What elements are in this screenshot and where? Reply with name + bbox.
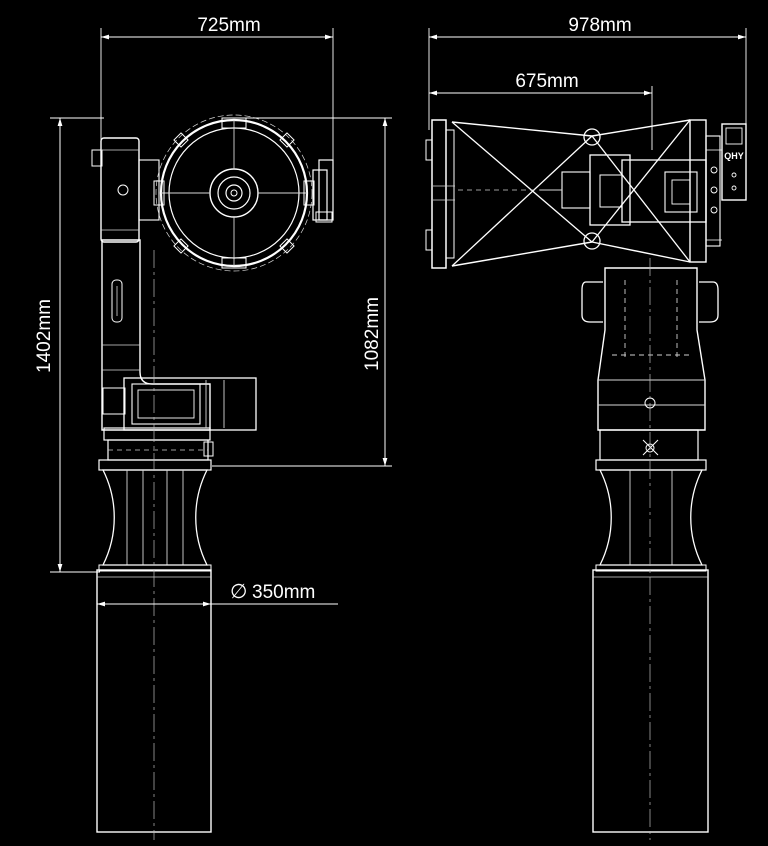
dim-pier-diameter: 350mm — [252, 582, 315, 603]
front-mount-base — [103, 427, 214, 461]
dim-total-height: 1402mm — [34, 299, 55, 373]
front-dec-housing — [91, 137, 160, 243]
diameter-symbol: ∅ — [230, 581, 247, 603]
front-view — [91, 114, 334, 840]
front-telescope-ring — [153, 114, 315, 272]
front-fork-arm — [101, 239, 211, 431]
front-gear-box — [123, 377, 257, 431]
side-mount-body — [581, 267, 719, 431]
side-pier — [592, 569, 709, 833]
dim-mount-height: 1082mm — [362, 297, 383, 371]
front-pier-adapter — [98, 459, 212, 572]
dim-front-width: 725mm — [197, 15, 260, 36]
side-telescope-ota — [425, 119, 747, 269]
side-pier-adapter — [595, 459, 707, 572]
side-mount-base — [599, 429, 699, 461]
dim-tube-length: 675mm — [515, 71, 578, 92]
front-focuser — [312, 159, 334, 223]
dimension-lines — [50, 28, 747, 607]
camera-logo: QHY — [724, 151, 744, 161]
dim-side-width: 978mm — [568, 15, 631, 36]
side-view: QHY — [425, 119, 747, 840]
